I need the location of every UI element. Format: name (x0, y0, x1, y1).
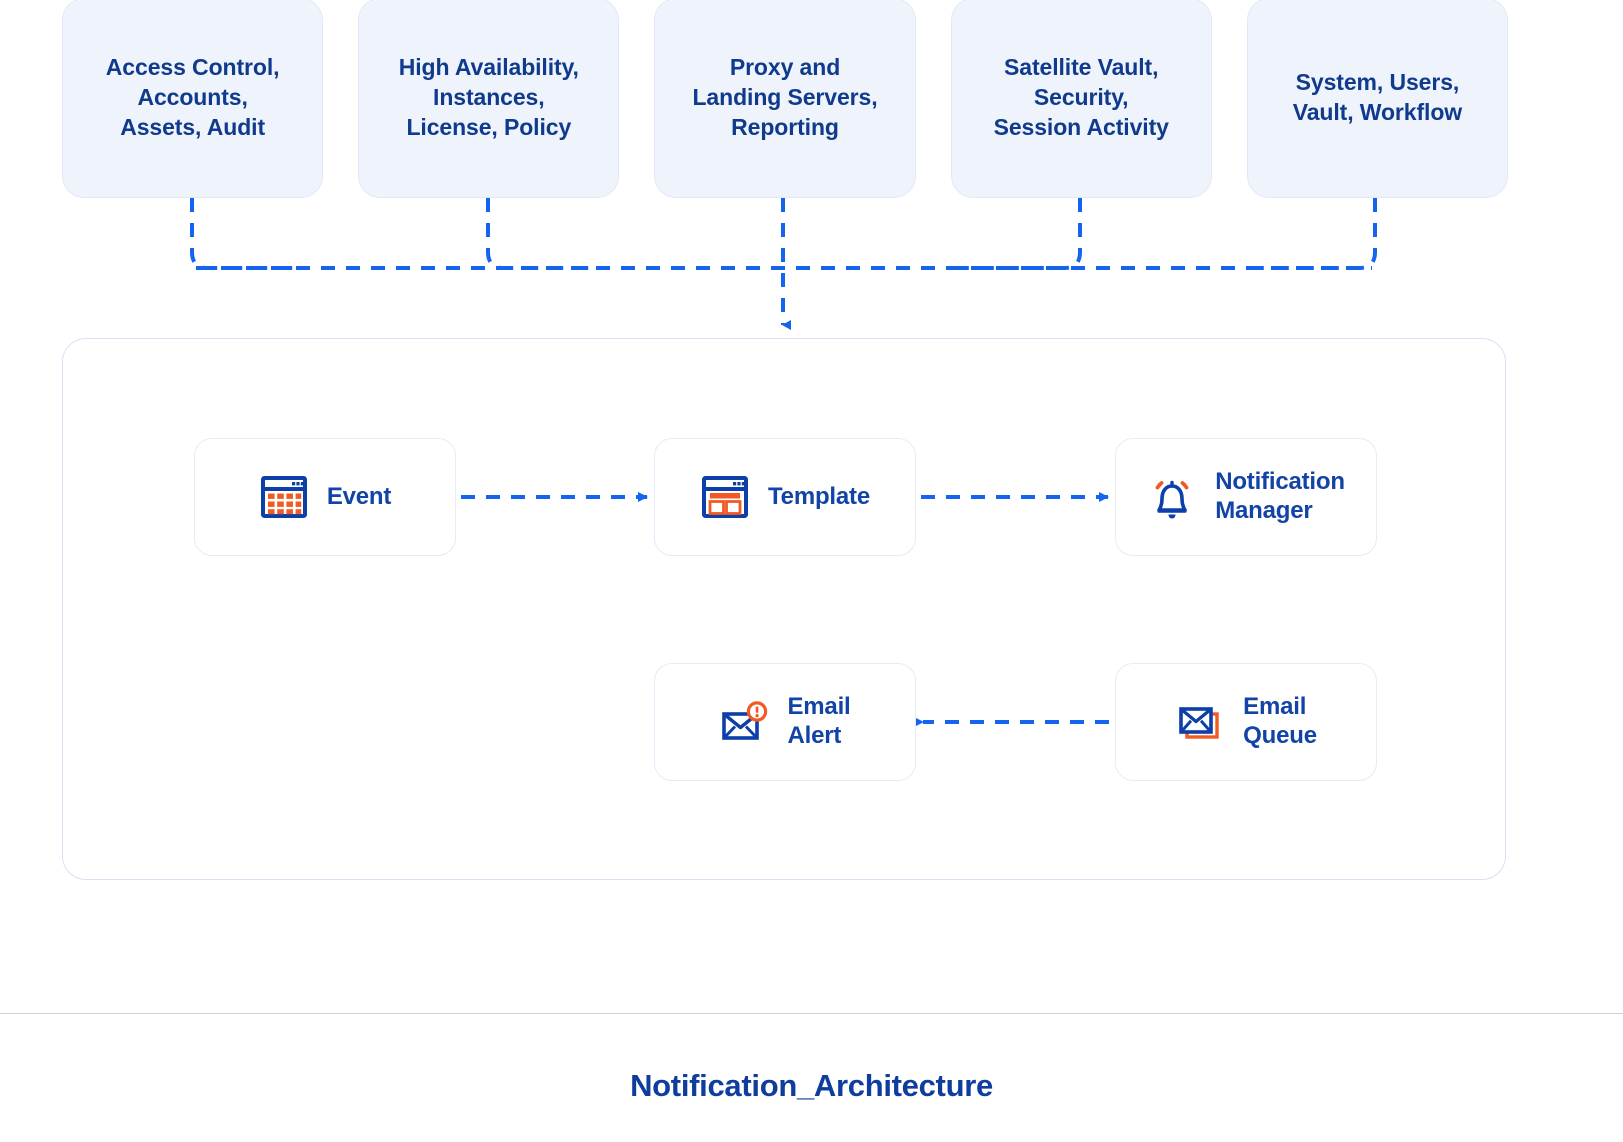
source-box-label: Access Control, Accounts, Assets, Audit (105, 54, 280, 140)
source-box-label: Proxy and Landing Servers, Reporting (692, 54, 878, 140)
source-box-label: System, Users, Vault, Workflow (1292, 69, 1463, 125)
source-box-label: High Availability, Instances, License, P… (398, 54, 579, 140)
node-label: Event (326, 482, 392, 510)
notification-pipeline-panel: Event Template (62, 338, 1506, 880)
node-event[interactable]: Event (194, 438, 456, 556)
envelope-stack-icon (1175, 697, 1225, 747)
node-label: Email Queue (1243, 693, 1317, 749)
node-label: Notification Manager (1215, 468, 1345, 524)
bell-icon (1147, 472, 1197, 522)
node-label: Email Alert (787, 693, 851, 749)
node-notification-manager[interactable]: Notification Manager (1115, 438, 1377, 556)
template-window-icon (700, 472, 750, 522)
source-box-label: Satellite Vault, Security, Session Activ… (993, 54, 1169, 140)
node-email-queue[interactable]: Email Queue (1115, 663, 1377, 781)
pipeline-flow-arrows (461, 492, 1109, 727)
source-box-system-users[interactable]: System, Users, Vault, Workflow (1246, 0, 1509, 198)
source-box-row: Access Control, Accounts, Assets, Audit … (62, 0, 1509, 198)
node-email-alert[interactable]: Email Alert (654, 663, 916, 781)
source-box-proxy-landing[interactable]: Proxy and Landing Servers, Reporting (654, 0, 916, 198)
node-template[interactable]: Template (654, 438, 916, 556)
source-box-access-control[interactable]: Access Control, Accounts, Assets, Audit (62, 0, 324, 198)
footer-divider (0, 1013, 1623, 1014)
calendar-grid-icon (259, 472, 309, 522)
node-label: Template (768, 482, 870, 510)
source-box-high-availability[interactable]: High Availability, Instances, License, P… (358, 0, 620, 198)
page-title: Notification_Architecture (630, 1068, 993, 1103)
source-box-satellite-vault[interactable]: Satellite Vault, Security, Session Activ… (950, 0, 1212, 198)
envelope-alert-icon (719, 697, 769, 747)
